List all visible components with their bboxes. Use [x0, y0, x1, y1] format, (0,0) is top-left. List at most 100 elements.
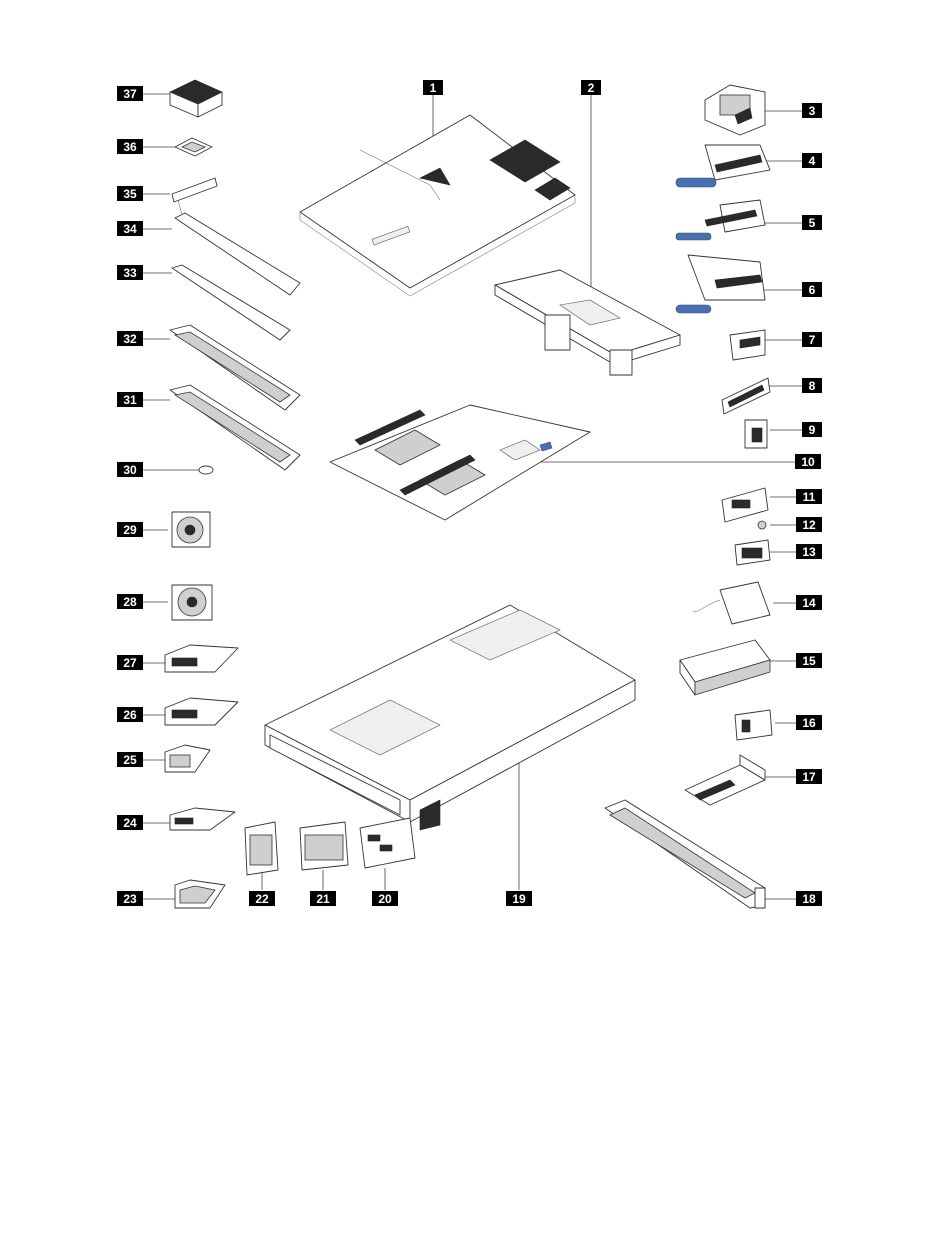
slim-adapter: [722, 378, 770, 414]
callout-33: 33: [117, 265, 143, 280]
svg-text:27: 27: [123, 656, 137, 670]
callout-15: 15: [796, 653, 822, 668]
callout-34: 34: [117, 221, 143, 236]
callout-28: 28: [117, 594, 143, 609]
module-9: [745, 420, 767, 448]
callout-12: 12: [796, 517, 822, 532]
memory-module: [172, 178, 217, 202]
svg-text:19: 19: [512, 892, 526, 906]
svg-text:9: 9: [809, 423, 816, 437]
svg-text:20: 20: [378, 892, 392, 906]
module-22: [245, 822, 278, 875]
callout-32: 32: [117, 331, 143, 346]
callout-2: 2: [581, 80, 601, 95]
callout-20: 20: [372, 891, 398, 906]
callout-19: 19: [506, 891, 532, 906]
front-io-assembly: [360, 818, 415, 868]
callout-31: 31: [117, 392, 143, 407]
svg-text:17: 17: [802, 770, 816, 784]
callout-4: 4: [802, 153, 822, 168]
callout-36: 36: [117, 139, 143, 154]
callout-16: 16: [796, 715, 822, 730]
riser-card-assembly-1: [705, 85, 765, 135]
callout-21: 21: [310, 891, 336, 906]
drive-24: [170, 808, 235, 830]
air-baffle: [495, 270, 680, 375]
svg-text:16: 16: [802, 716, 816, 730]
security-bezel: [605, 800, 765, 908]
riser-card-assembly-2: [676, 145, 770, 187]
svg-text:18: 18: [802, 892, 816, 906]
callout-22: 22: [249, 891, 275, 906]
top-cover: [300, 115, 575, 296]
svg-text:37: 37: [123, 87, 137, 101]
callout-26: 26: [117, 707, 143, 722]
callout-13: 13: [796, 544, 822, 559]
callout-8: 8: [802, 378, 822, 393]
callout-10: 10: [795, 454, 821, 469]
riser-card-assembly-4: [676, 255, 765, 313]
bracket-11: [722, 488, 768, 522]
heat-sink: [170, 80, 222, 117]
drive-26: [165, 698, 238, 725]
drive-filler: [175, 880, 225, 908]
svg-text:6: 6: [809, 283, 816, 297]
svg-text:22: 22: [255, 892, 269, 906]
svg-text:8: 8: [809, 379, 816, 393]
callout-9: 9: [802, 422, 822, 437]
bracket-7: [730, 330, 765, 360]
callout-37: 37: [117, 86, 143, 101]
callout-24: 24: [117, 815, 143, 830]
riser-card-assembly-3: [676, 200, 765, 240]
adapter-card: [685, 755, 765, 805]
svg-text:30: 30: [123, 463, 137, 477]
callout-25: 25: [117, 752, 143, 767]
svg-text:13: 13: [802, 545, 816, 559]
callout-1: 1: [423, 80, 443, 95]
callout-29: 29: [117, 522, 143, 537]
callout-5: 5: [802, 215, 822, 230]
system-board: [330, 405, 590, 520]
svg-text:3: 3: [809, 104, 816, 118]
backplane-21: [300, 822, 348, 870]
svg-text:31: 31: [123, 393, 137, 407]
svg-text:35: 35: [123, 187, 137, 201]
cmos-battery: [199, 466, 213, 474]
svg-text:23: 23: [123, 892, 137, 906]
processor: [175, 138, 212, 156]
svg-text:36: 36: [123, 140, 137, 154]
svg-text:12: 12: [802, 518, 816, 532]
drive-filler-25: [165, 745, 210, 772]
svg-text:10: 10: [801, 455, 815, 469]
screw: [758, 521, 766, 529]
drive-27: [165, 645, 238, 672]
svg-text:2: 2: [588, 81, 595, 95]
svg-text:29: 29: [123, 523, 137, 537]
svg-text:26: 26: [123, 708, 137, 722]
svg-text:32: 32: [123, 332, 137, 346]
callout-18: 18: [796, 891, 822, 906]
small-module: [735, 540, 770, 565]
callout-7: 7: [802, 332, 822, 347]
svg-text:5: 5: [809, 216, 816, 230]
power-supply: [680, 640, 770, 695]
callout-3: 3: [802, 103, 822, 118]
callout-17: 17: [796, 769, 822, 784]
callout-6: 6: [802, 282, 822, 297]
svg-text:25: 25: [123, 753, 137, 767]
callout-35: 35: [117, 186, 143, 201]
chassis: [265, 605, 635, 830]
svg-text:1: 1: [430, 81, 437, 95]
fan-29: [172, 512, 210, 547]
svg-text:34: 34: [123, 222, 137, 236]
svg-text:11: 11: [803, 490, 816, 504]
svg-text:28: 28: [123, 595, 137, 609]
fan-28: [172, 585, 212, 620]
svg-text:33: 33: [123, 266, 137, 280]
svg-text:7: 7: [809, 333, 816, 347]
svg-text:24: 24: [123, 816, 137, 830]
callout-14: 14: [796, 595, 822, 610]
callout-30: 30: [117, 462, 143, 477]
svg-text:15: 15: [802, 654, 816, 668]
